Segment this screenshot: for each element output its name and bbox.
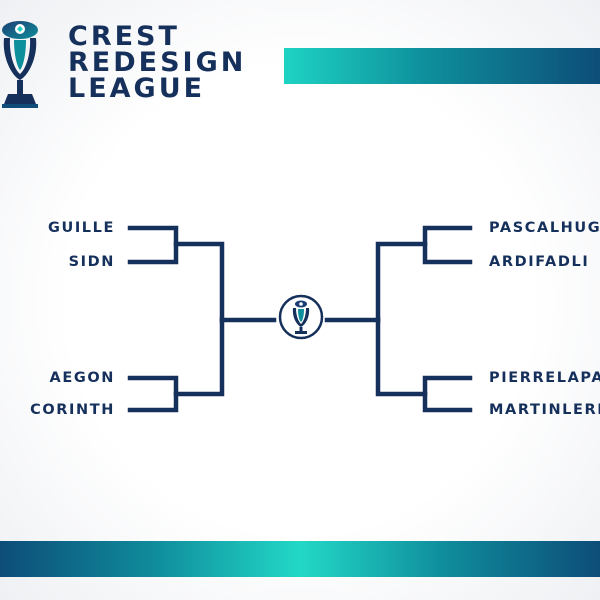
bracket-line-right-top (422, 225, 473, 265)
bracket-line-right-top-out (375, 241, 428, 323)
center-trophy-icon (278, 294, 324, 340)
team-right-2: ARDIFADLI (489, 254, 590, 270)
team-right-3: PIERRELAPALU (489, 370, 600, 386)
bracket-line-left-top (127, 225, 179, 265)
team-left-3: AEGON (49, 370, 115, 386)
bracket-line-right-bottom-out (375, 317, 428, 397)
bracket-line-left-top-out (173, 241, 225, 323)
bracket-line-right-bottom (422, 375, 473, 413)
footer-accent-bar (0, 541, 600, 577)
title-line-1: CREST (68, 21, 180, 52)
team-left-2: SIDN (68, 254, 115, 270)
league-title: CREST REDESIGN LEAGUE (68, 21, 247, 104)
bracket-line-left-bottom-out (173, 317, 225, 397)
team-left-4: CORINTH (30, 402, 115, 418)
title-line-2: REDESIGN (68, 47, 247, 78)
team-right-4: MARTINLERIO (489, 402, 600, 418)
title-line-3: LEAGUE (68, 73, 206, 104)
header-accent-bar (284, 48, 600, 84)
bracket-line-left-bottom (127, 375, 179, 413)
team-left-1: GUILLE (47, 220, 115, 236)
trophy-logo-icon (2, 21, 38, 108)
team-right-1: PASCALHUGE (489, 220, 600, 236)
